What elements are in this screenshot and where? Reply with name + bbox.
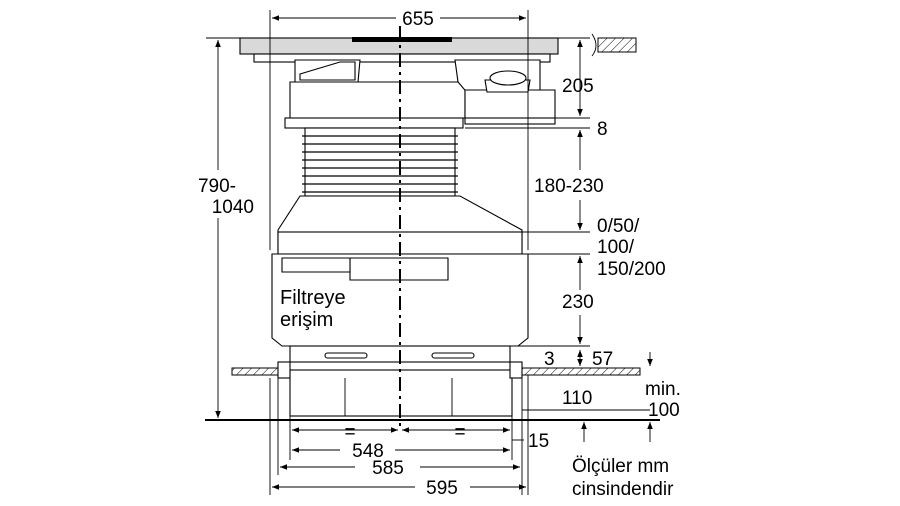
dimension-655: 655 <box>402 9 434 30</box>
dimension-230: 230 <box>562 292 594 313</box>
dimension-57: 57 <box>592 349 613 370</box>
dimension-595: 595 <box>426 478 458 499</box>
dimension-15: 15 <box>528 431 549 452</box>
dimension-3: 3 <box>544 349 555 370</box>
dimension-spacer-line-1: 0/50/ <box>597 216 640 237</box>
equal-mark-right: = <box>454 422 465 443</box>
cooktop-unit <box>239 37 559 417</box>
dimension-spacer-line-3: 150/200 <box>597 259 666 280</box>
telescopic-bellows <box>302 127 458 197</box>
worktop-right <box>521 367 641 376</box>
wall-detail <box>597 37 637 53</box>
dimension-205: 205 <box>562 76 594 97</box>
dimension-8: 8 <box>597 119 608 140</box>
equal-mark-left: = <box>344 422 355 443</box>
dimension-spacer-line-2: 100/ <box>597 237 635 258</box>
dimension-110: 110 <box>562 388 592 409</box>
worktop-left <box>231 367 279 376</box>
dimension-lines <box>206 10 653 495</box>
filter-access-label-2: erişim <box>280 309 333 331</box>
dimension-790-1040-top: 790- <box>198 176 236 197</box>
filter-access-label-1: Filtreye <box>280 287 346 309</box>
units-note-1: Ölçüler mm <box>572 456 669 477</box>
dimension-180-230: 180-230 <box>534 176 604 197</box>
units-note-2: cinsindendir <box>572 479 674 500</box>
dimension-548: 548 <box>352 441 384 462</box>
dimension-min-100: 100 <box>648 400 680 421</box>
dimension-min-label: min. <box>645 379 681 400</box>
dimension-585: 585 <box>372 458 404 479</box>
dimension-790-1040-bottom: 1040 <box>212 197 254 218</box>
